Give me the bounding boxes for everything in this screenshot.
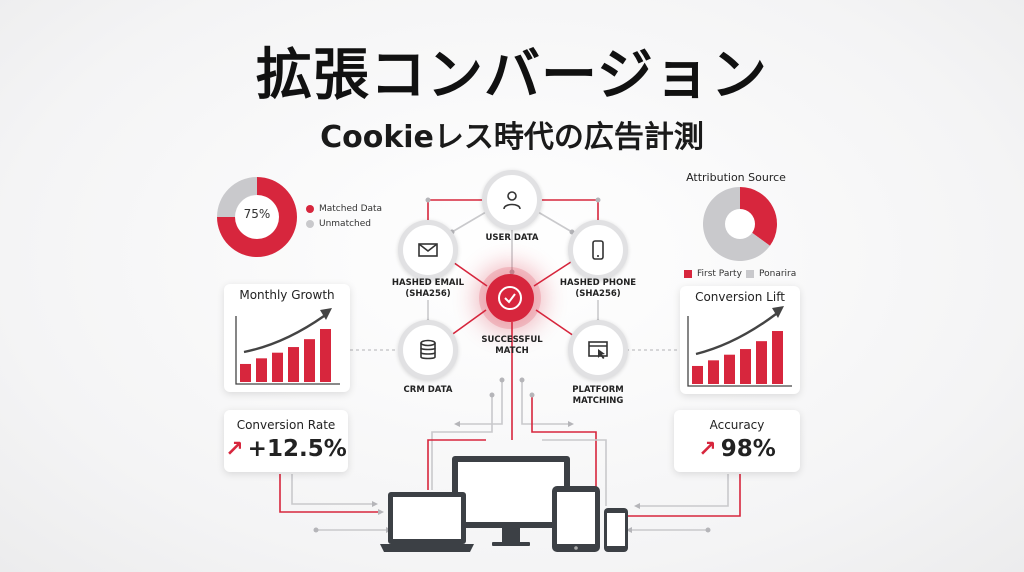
accuracy-value: 98%: [720, 436, 776, 462]
pie-slice-first-party: [740, 187, 777, 246]
legend-unmatched: Unmatched: [306, 219, 371, 229]
devices-illustration: [380, 456, 628, 552]
successful-match-node: [486, 274, 534, 322]
legend-label-matched: Matched Data: [319, 204, 383, 214]
monthly-growth-card: Monthly Growth: [224, 284, 350, 392]
user-data-node: [482, 170, 542, 230]
database-icon: [420, 339, 436, 360]
trend-up-icon: ↗: [225, 437, 244, 462]
conversion-lift-bar-5: [756, 341, 767, 384]
accuracy-card: Accuracy ↗98%: [674, 410, 800, 472]
monthly-growth-bars: [240, 329, 331, 382]
phone-icon: [592, 240, 604, 260]
match-donut-center-label: 75%: [243, 207, 271, 221]
legend-swatch-first-party: [684, 270, 692, 278]
trend-up-icon: ↗: [698, 437, 717, 462]
legend-swatch-ponarira: [746, 270, 754, 278]
conversion-lift-bar-6: [772, 331, 783, 384]
smartphone-icon: [604, 508, 628, 552]
conversion-lift-card: Conversion Lift: [680, 286, 800, 394]
crm-data-node: [398, 320, 458, 380]
page-title: 拡張コンバージョン: [256, 43, 768, 108]
legend-ponarira: Ponarira: [746, 269, 796, 279]
legend-label-first-party: First Party: [697, 269, 742, 279]
checkmark-icon: [498, 286, 522, 310]
accuracy-title: Accuracy: [709, 418, 765, 432]
legend-label-unmatched: Unmatched: [319, 219, 372, 229]
conversion-rate-value: +12.5%: [247, 436, 347, 462]
conversion-lift-bar-4: [740, 349, 751, 384]
accuracy-value-row: ↗98%: [674, 436, 800, 462]
conversion-rate-value-row: ↗+12.5%: [224, 436, 348, 462]
match-donut-chart: 75%: [216, 176, 298, 258]
envelope-icon: [418, 243, 438, 257]
crm-data-label: CRM DATA: [403, 385, 453, 395]
monthly-growth-bar-1: [240, 363, 251, 382]
legend-label-ponarira: Ponarira: [759, 269, 797, 279]
legend-swatch-matched: [306, 205, 314, 213]
hashed-phone-node: [568, 220, 628, 280]
conversion-rate-title: Conversion Rate: [236, 418, 336, 432]
legend-first-party: First Party: [684, 269, 742, 279]
conversion-rate-card: Conversion Rate ↗+12.5%: [224, 410, 348, 472]
conversion-lift-bar-3: [724, 354, 735, 384]
browser-cursor-icon: [588, 341, 608, 359]
hashed-phone-label: HASHED PHONE (SHA256): [559, 278, 637, 299]
monitor-icon: [452, 456, 570, 546]
platform-matching-node: [568, 320, 628, 380]
laptop-icon: [380, 492, 474, 552]
monthly-growth-bar-6: [320, 329, 331, 382]
attribution-title: Attribution Source: [686, 171, 786, 184]
legend-matched: Matched Data: [306, 204, 382, 214]
monthly-growth-bar-4: [288, 347, 299, 382]
attribution-donut-chart: [702, 186, 778, 262]
conversion-lift-bars: [692, 331, 783, 384]
hashed-email-label: HASHED EMAIL (SHA256): [391, 278, 465, 299]
monthly-growth-bar-5: [304, 339, 315, 382]
platform-matching-label: PLATFORM MATCHING: [572, 385, 624, 406]
user-icon: [503, 191, 521, 210]
conversion-lift-title: Conversion Lift: [695, 290, 785, 304]
hashed-email-node: [398, 220, 458, 280]
monthly-growth-bar-2: [256, 358, 267, 382]
conversion-lift-bar-2: [708, 360, 719, 384]
page-subtitle: Cookieレス時代の広告計測: [320, 120, 704, 155]
legend-swatch-unmatched: [306, 220, 314, 228]
monthly-growth-bar-3: [272, 352, 283, 382]
user-data-label: USER DATA: [485, 233, 539, 243]
conversion-lift-bar-1: [692, 365, 703, 384]
successful-match-label: SUCCESSFUL MATCH: [481, 335, 543, 356]
monthly-growth-title: Monthly Growth: [239, 288, 335, 302]
tablet-icon: [552, 486, 600, 552]
